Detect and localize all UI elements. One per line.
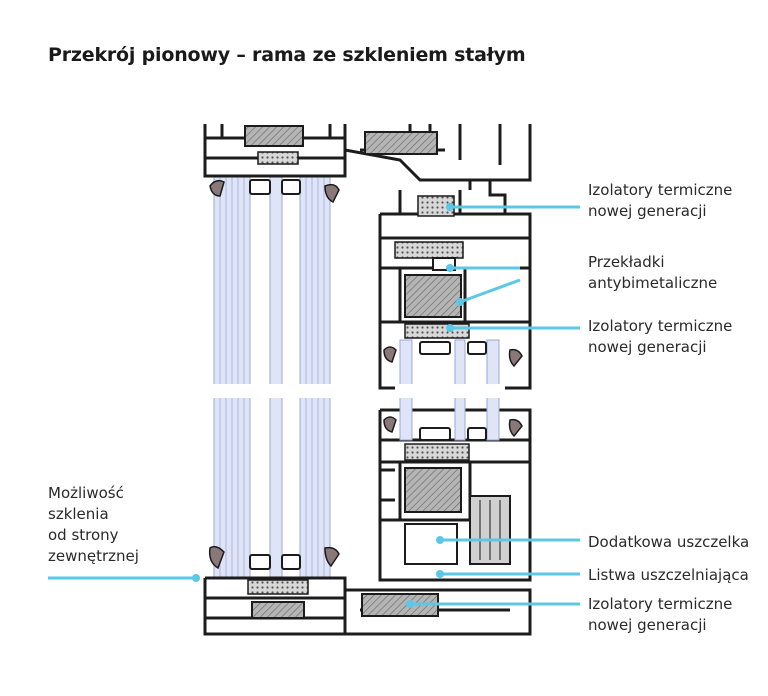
left-glass-panes	[213, 175, 331, 579]
callout-line: nowej generacji	[588, 202, 707, 220]
callout-line: nowej generacji	[588, 338, 707, 356]
callout-izolatory-termiczne-bottom: Izolatory termiczne nowej generacji	[588, 594, 732, 636]
callout-line: Izolatory termiczne	[588, 317, 733, 335]
callout-przekladki-antybimetaliczne: Przekładki antybimetaliczne	[588, 252, 717, 294]
callout-line: szklenia	[48, 505, 109, 523]
callout-line: od strony	[48, 526, 119, 544]
callout-line: zewnętrznej	[48, 547, 139, 565]
leader-lines	[48, 205, 580, 606]
callout-line: nowej generacji	[588, 616, 707, 634]
callout-line: Listwa uszczelniająca	[588, 566, 749, 584]
callout-line: antybimetaliczne	[588, 274, 718, 292]
callout-izolatory-termiczne-top: Izolatory termiczne nowej generacji	[588, 180, 732, 222]
left-glazing-unit	[203, 124, 532, 636]
callout-line: Izolatory termiczne	[588, 595, 733, 613]
right-profile-section	[378, 178, 532, 582]
diagram-title: Przekrój pionowy – rama ze szkleniem sta…	[48, 44, 526, 66]
callout-line: Możliwość	[48, 484, 124, 502]
callout-listwa-uszczelniajaca: Listwa uszczelniająca	[588, 565, 749, 586]
callout-line: Izolatory termiczne	[588, 181, 733, 199]
callout-izolatory-termiczne-middle: Izolatory termiczne nowej generacji	[588, 316, 732, 358]
leader-dots	[192, 203, 464, 608]
callout-line: Dodatkowa uszczelka	[588, 533, 750, 551]
callout-mozliwosc-szklenia: Możliwość szklenia od strony zewnętrznej	[48, 483, 139, 567]
callout-line: Przekładki	[588, 253, 665, 271]
callout-dodatkowa-uszczelka: Dodatkowa uszczelka	[588, 532, 749, 553]
